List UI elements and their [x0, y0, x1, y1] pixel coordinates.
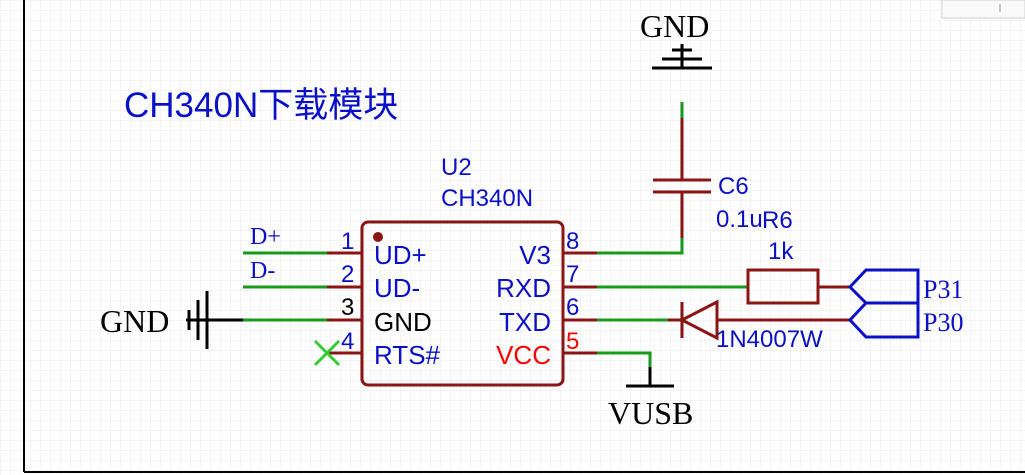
panel-tab[interactable] — [941, 0, 1025, 19]
pin-number: 8 — [566, 228, 579, 255]
resistor-designator: R6 — [762, 207, 793, 234]
pin-name: V3 — [519, 240, 551, 270]
ic-pin-stubs — [327, 251, 597, 355]
pin-number: 6 — [566, 294, 579, 321]
net-label-d-minus: D- — [250, 258, 275, 284]
pin1-marker-dot — [373, 232, 383, 242]
diode-value: 1N4007W — [716, 326, 823, 353]
pin-number: 4 — [341, 328, 354, 355]
capacitor-c6: C6 0.1u — [653, 173, 763, 238]
gnd-left-label: GND — [100, 303, 169, 339]
wire-v3 — [597, 238, 684, 255]
ic-body — [360, 220, 565, 387]
port-label-p31: P31 — [923, 275, 963, 304]
gnd-top-label: GND — [640, 8, 709, 44]
resistor-r6: R6 1k — [746, 207, 850, 305]
sheet-title: CH340N下载模块 — [124, 86, 398, 125]
pin-name: UD- — [374, 273, 420, 303]
resistor-value: 1k — [768, 238, 794, 265]
pin-name: RXD — [496, 273, 551, 303]
diode-1n4007w: 1N4007W — [668, 299, 850, 353]
gnd-left-symbol: GND — [100, 291, 243, 349]
pin-name: UD+ — [374, 240, 427, 270]
vusb-label: VUSB — [608, 395, 693, 431]
pin-number: 5 — [566, 328, 579, 355]
ic-value: CH340N — [441, 185, 533, 212]
pin-name: TXD — [499, 307, 551, 337]
port-p30: P30 — [847, 301, 963, 339]
pin-number: 7 — [566, 261, 579, 288]
capacitor-value: 0.1u — [716, 206, 763, 233]
wire-vcc — [597, 351, 652, 367]
ic-u2: U2 CH340N 1 UD+ 2 UD- 3 GND 4 RTS# 8 V3 … — [327, 154, 597, 387]
pin-number: 2 — [341, 261, 354, 288]
net-label-d-plus: D+ — [250, 224, 281, 250]
pin-number: 1 — [341, 228, 354, 255]
gnd-top-symbol: GND — [640, 8, 712, 70]
pin-name: GND — [374, 307, 432, 337]
ic-designator: U2 — [441, 154, 472, 181]
sheet-frame — [23, 0, 1025, 473]
capacitor-designator: C6 — [718, 173, 749, 200]
port-label-p30: P30 — [923, 308, 963, 337]
pin-number: 3 — [341, 294, 354, 321]
vusb-symbol: VUSB — [608, 367, 693, 431]
pin-name: VCC — [496, 340, 551, 370]
port-p31: P31 — [847, 268, 963, 305]
no-connect-marker — [313, 339, 341, 367]
pin-name: RTS# — [374, 340, 441, 370]
